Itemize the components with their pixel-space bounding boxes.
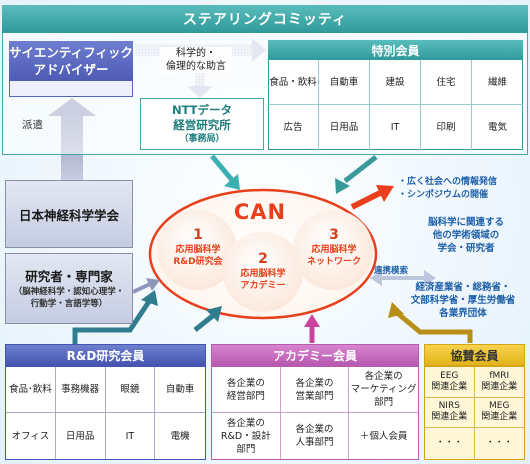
arrow-rd-to-can <box>72 290 158 344</box>
academy-member-item: 各企業の 営業部門 <box>280 367 350 413</box>
can-title: CAN <box>233 200 287 224</box>
ntt-data-role: （事務局） <box>179 133 225 144</box>
academy-members-title: アカデミー会員 <box>211 344 419 366</box>
rd-member-item: 食品･飲料 <box>6 367 56 413</box>
special-member-item: 日用品 <box>319 105 370 150</box>
dispatch-label: 派遣 <box>22 119 43 131</box>
researchers-box: 研究者・専門家 （脳神経科学・認知心理学・ 行動学・言語学等） <box>5 253 133 324</box>
rd-members-grid: 食品･飲料 事務機器 眼鏡 自動車 オフィス 日用品 IT 電機 <box>5 366 206 460</box>
circle-network <box>293 210 373 290</box>
related-academia-note: 脳科学に関連する 他の学術領域の 学会・研究者 <box>427 217 504 254</box>
academy-member-item: 各企業の マーケティング 部門 <box>349 367 418 413</box>
academy-member-item: 各企業の R&D・設計 部門 <box>212 413 281 459</box>
jns-label: 日本神経科学学会 <box>18 207 119 223</box>
sponsor-member-item: ・・・ <box>425 428 475 459</box>
rd-member-item: IT <box>106 413 156 459</box>
special-members-title: 特別会員 <box>268 40 523 60</box>
academy-member-item: 各企業の 経営部門 <box>212 367 281 413</box>
academy-member-item: 各企業の 人事部門 <box>281 413 350 459</box>
outreach-item: ・広く社会への情報発信 <box>398 177 498 187</box>
rd-member-item: 電機 <box>170 430 190 442</box>
arrow-rd2-to-can <box>193 306 222 332</box>
researchers-title: 研究者・専門家 <box>25 268 113 284</box>
arrow-academy-to-can <box>304 314 320 343</box>
sponsor-member-item: EEG 関連企業 <box>425 367 475 398</box>
steering-committee-title: ステアリングコミッティ <box>2 5 528 33</box>
arrow-sponsor-to-can <box>388 302 473 343</box>
rd-member-item: 眼鏡 <box>105 367 156 413</box>
circle-rd-label: 1 応用脳科学 R&D研究会 <box>162 226 234 268</box>
arrow-collaboration <box>370 270 436 286</box>
researchers-detail: （脳神経科学・認知心理学・ 行動学・言語学等） <box>13 286 125 309</box>
special-member-item: IT <box>370 105 421 150</box>
arrow-can-to-outreach <box>350 185 394 210</box>
jns-box: 日本神経科学学会 <box>5 180 133 248</box>
circle-academy <box>223 232 303 312</box>
special-member-item: 電気 <box>487 122 507 133</box>
special-member-item: 印刷 <box>421 105 472 150</box>
collaboration-label: 連携模索 <box>374 266 409 276</box>
rd-member-item: 日用品 <box>56 413 106 459</box>
sponsor-member-item: MEG 関連企業 <box>474 398 524 429</box>
outreach-list: ・広く社会への情報発信 ・シンポジウムの開催 <box>398 176 497 202</box>
circle-network-number: 3 <box>329 227 339 243</box>
academy-members-grid: 各企業の 経営部門 各企業の 営業部門 各企業の マーケティング 部門 各企業の… <box>211 366 419 460</box>
rd-members-title: R&D研究会員 <box>5 344 206 366</box>
rd-member-item: 自動車 <box>155 367 205 413</box>
arrow-ntt-to-can <box>210 154 240 190</box>
circle-academy-label: 2 応用脳科学 アカデミー <box>226 250 300 292</box>
special-member-item: 建設 <box>370 60 421 105</box>
sponsor-members-grid: EEG 関連企業 fMRI 関連企業 NIRS 関連企業 MEG 関連企業 ・・… <box>424 366 525 460</box>
sponsor-member-item: NIRS 関連企業 <box>425 397 475 429</box>
special-member-item: 住宅 <box>421 60 472 105</box>
government-note: 経済産業省・総務省・ 文部科学省・厚生労働省 各業界団体 <box>410 282 516 319</box>
circle-network-label: 3 応用脳科学 ネットワーク <box>296 226 372 268</box>
circle-academy-text: 応用脳科学 アカデミー <box>240 269 286 291</box>
special-members-grid: 食品・飲料 自動車 建設 住宅 繊維 広告 日用品 IT 印刷 電気 <box>268 60 523 150</box>
special-member-item: 食品・飲料 <box>268 60 319 105</box>
circle-academy-number: 2 <box>258 251 268 267</box>
special-member-item: 自動車 <box>319 60 370 105</box>
special-member-item: 広告 <box>268 105 319 150</box>
circle-rd-text: 応用脳科学 R&D研究会 <box>173 245 223 267</box>
ntt-data-name: NTTデータ 経営研究所 <box>171 102 233 132</box>
arrow-researcher-to-can <box>132 278 160 294</box>
circle-rd-number: 1 <box>193 227 203 243</box>
outreach-item: ・シンポジウムの開催 <box>398 190 489 200</box>
ntt-data-box: NTTデータ 経営研究所 （事務局） <box>140 98 264 150</box>
academy-member-item: ＋個人会員 <box>359 430 408 442</box>
circle-rd <box>157 210 237 290</box>
special-member-item: 繊維 <box>472 60 523 105</box>
rd-member-item: 事務機器 <box>55 367 106 413</box>
rd-member-item: オフィス <box>6 413 56 459</box>
advice-label: 科学的・ 倫理的な助言 <box>160 47 232 73</box>
arrow-special-to-can <box>335 155 378 194</box>
circle-network-text: 応用脳科学 ネットワーク <box>306 245 361 267</box>
scientific-advisor-title: サイエンティフィック アドバイザー <box>9 41 133 81</box>
sponsor-member-item: fMRI 関連企業 <box>474 367 524 398</box>
sponsor-members-title: 協賛会員 <box>424 344 525 366</box>
sponsor-member-item: ・・・ <box>485 438 513 449</box>
